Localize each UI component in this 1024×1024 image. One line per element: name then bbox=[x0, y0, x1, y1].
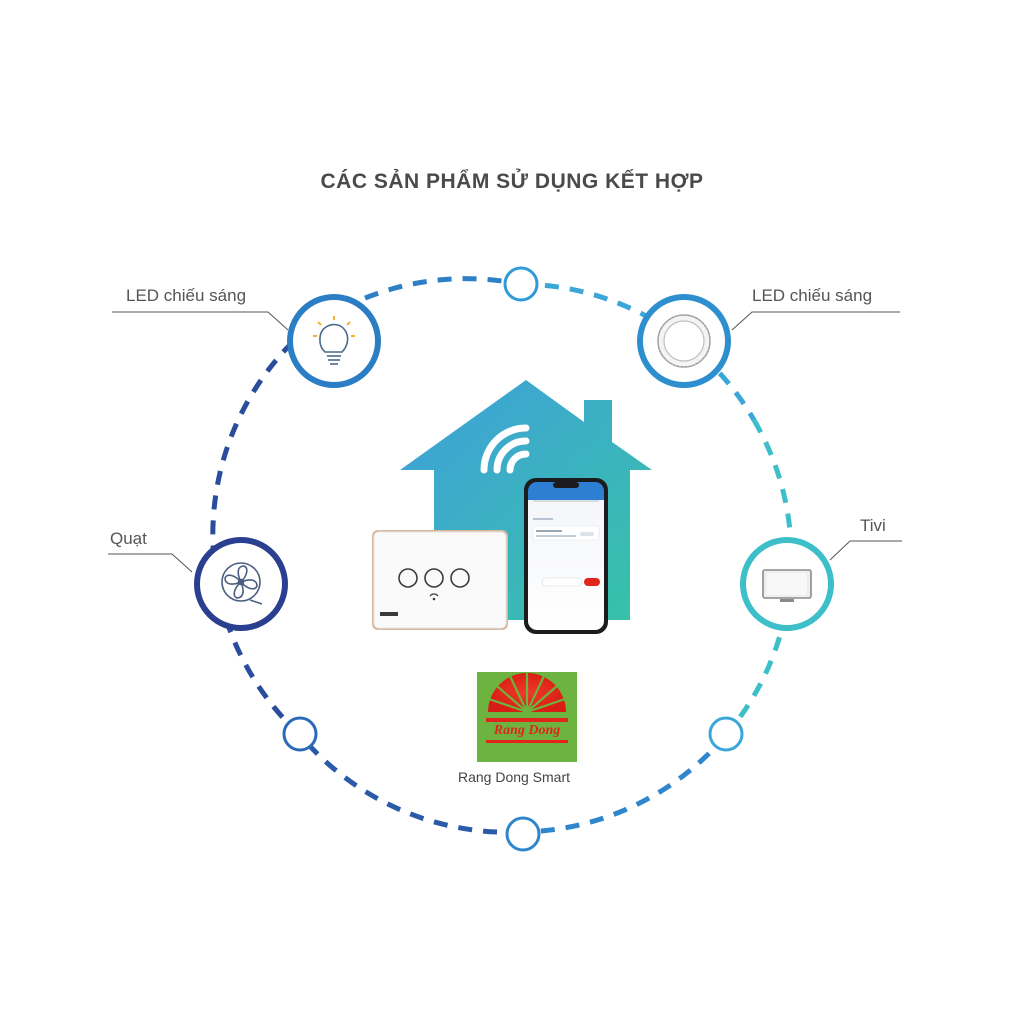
node-label-tv: Tivi bbox=[860, 516, 886, 535]
downlight-icon bbox=[657, 314, 711, 368]
tv-icon bbox=[762, 569, 812, 602]
smartphone-app-icon bbox=[524, 478, 608, 634]
ring-connector-bottom-right bbox=[708, 716, 744, 752]
light-bulb-icon bbox=[313, 316, 355, 365]
rang-dong-logo bbox=[477, 672, 577, 762]
leader-lines bbox=[108, 311, 902, 573]
touch-switch-icon bbox=[372, 530, 508, 630]
rang-dong-logo-text: Rang Dong bbox=[493, 723, 561, 738]
node-led-left bbox=[287, 294, 381, 388]
node-label-fan: Quạt bbox=[110, 529, 147, 548]
ring-connector-top bbox=[503, 266, 539, 302]
node-tv bbox=[740, 537, 834, 631]
node-fan bbox=[194, 537, 288, 631]
ring-connector-bottom bbox=[505, 816, 541, 852]
node-label-led-right: LED chiếu sáng bbox=[752, 286, 873, 305]
fan-icon bbox=[221, 562, 263, 605]
page-title: CÁC SẢN PHẨM SỬ DỤNG KẾT HỢP bbox=[320, 170, 704, 193]
brand-caption: Rang Dong Smart bbox=[457, 769, 571, 785]
node-led-right bbox=[637, 294, 731, 388]
ring-connector-bottom-left bbox=[282, 716, 318, 752]
node-label-led-left: LED chiếu sáng bbox=[126, 286, 247, 305]
